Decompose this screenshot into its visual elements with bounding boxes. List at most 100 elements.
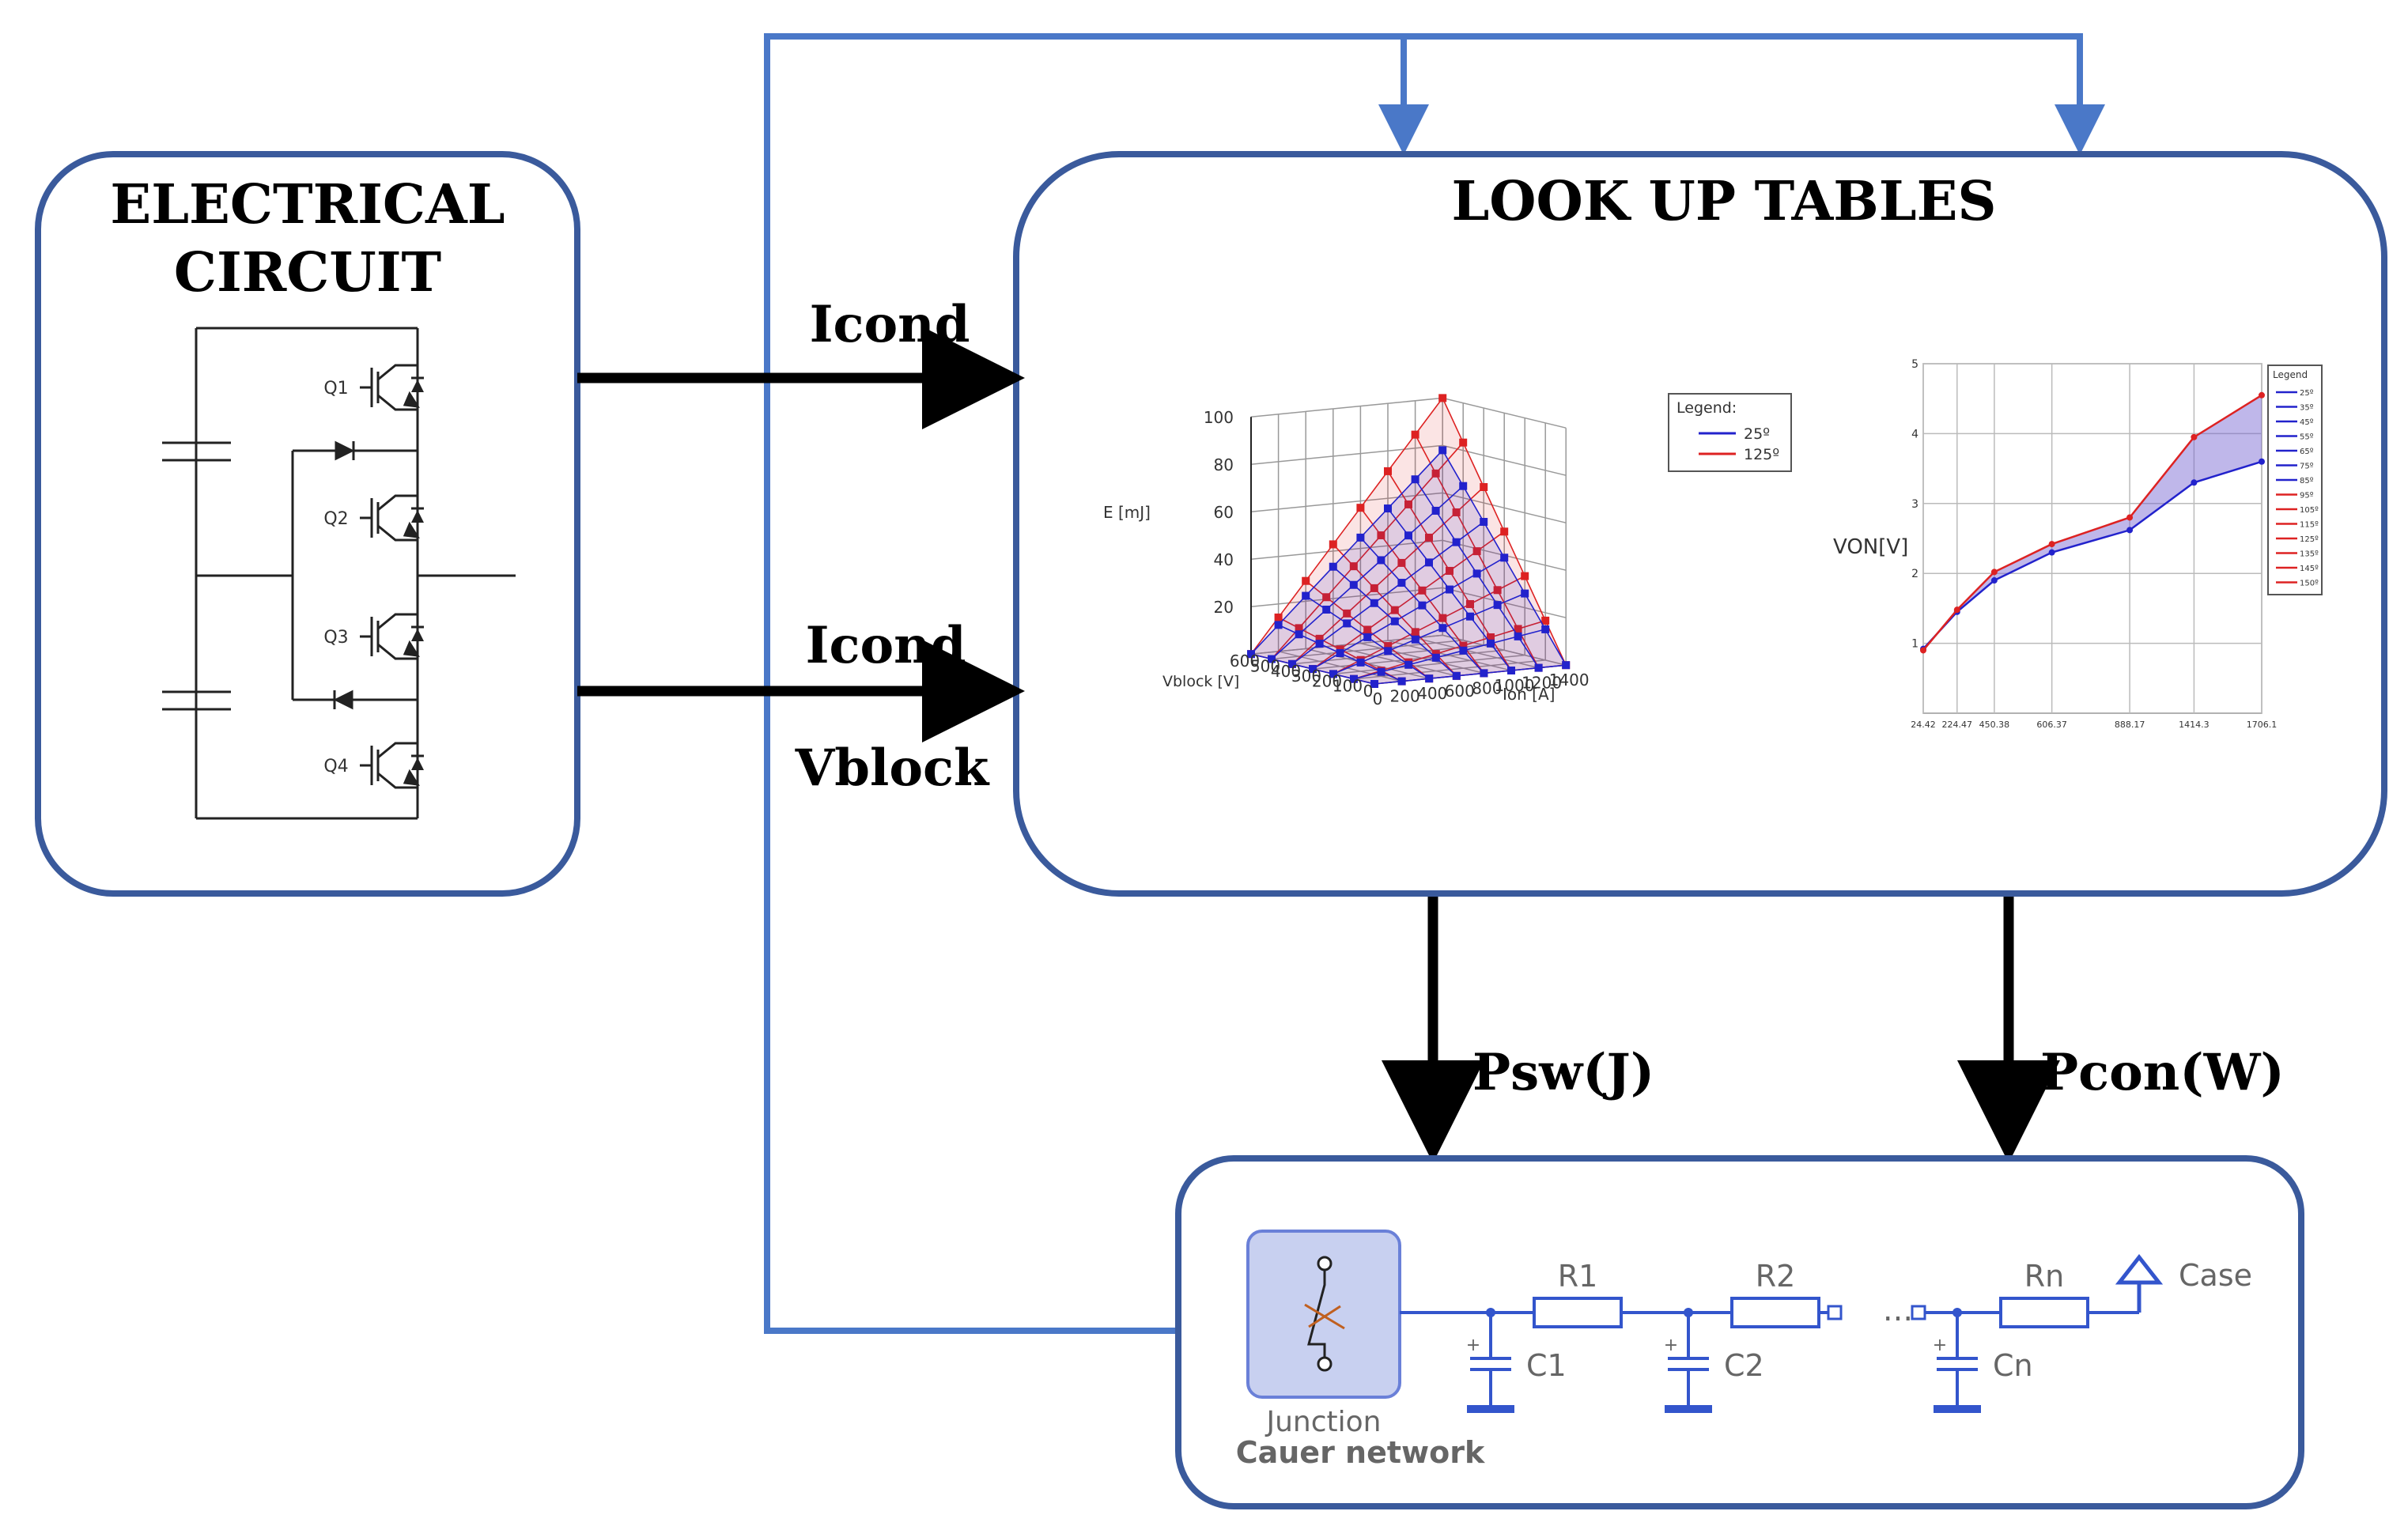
surface-point (1472, 547, 1481, 556)
von-chart-grid (1922, 363, 2262, 714)
surface-x-axis-label: Vblock [V] (1162, 673, 1239, 690)
case-terminal-icon (2115, 1253, 2164, 1313)
cauer-network-label: Cauer network (1236, 1435, 1485, 1470)
von-x-tick: 1706.1 (2247, 720, 2278, 730)
clamp-diode-bottom (333, 689, 353, 710)
v-tick-label: 300 (1291, 667, 1321, 686)
von-legend: Legend25º35º45º55º65º75º85º95º105º115º12… (2267, 365, 2323, 595)
thermal-capacitor-cn: +Cn (1933, 1308, 2033, 1413)
von-legend-entry: 145º (2300, 565, 2319, 573)
i-tick-label: 800 (1472, 678, 1502, 697)
von-y-tick: 5 (1911, 358, 1918, 371)
surface-point (1315, 640, 1324, 648)
signal-arrows: Icond Icond Vblock Psw(J) Pcon(W) (577, 295, 2285, 1163)
igbt-switch-q2 (360, 494, 424, 542)
surface-point (1390, 617, 1399, 625)
surface-point (1329, 670, 1337, 678)
v-tick-label: 600 (1230, 652, 1260, 671)
z-tick-label: 40 (1214, 550, 1234, 569)
surface-point (1507, 667, 1515, 674)
surface-point (1411, 475, 1419, 484)
electrical-circuit-title-line2: CIRCUIT (174, 241, 441, 304)
surface-point (1418, 601, 1427, 610)
switch-label: Q2 (323, 509, 348, 529)
von-legend-entry: 115º (2300, 521, 2319, 530)
surface-series-low-temp (1247, 446, 1571, 688)
surface-point (1480, 518, 1488, 526)
surface-point (1425, 533, 1433, 542)
von-point (2126, 514, 2134, 521)
surface-legend-entry: 25º (1744, 425, 1770, 443)
von-legend-entry: 85º (2300, 477, 2314, 485)
surface-point (1431, 653, 1440, 662)
feedback-line-main (764, 33, 2105, 1334)
surface-point (1384, 504, 1392, 513)
dc-link-capacitor-top (162, 441, 231, 462)
von-point (2048, 549, 2055, 556)
von-legend-entry: 45º (2300, 418, 2314, 427)
von-point (2259, 391, 2265, 399)
i-tick-label: 1000 (1495, 676, 1535, 695)
von-y-tick: 2 (1911, 568, 1918, 580)
icond-label-bottom: Icond (806, 616, 966, 675)
thermal-capacitor-c2: +C2 (1664, 1308, 1764, 1413)
junction-source (1246, 1230, 1401, 1399)
surface-point (1411, 635, 1419, 644)
surface-point (1500, 553, 1509, 562)
von-legend-entry: 150º (2300, 580, 2319, 588)
resistor-label: R2 (1756, 1259, 1796, 1294)
surface-point (1302, 576, 1310, 585)
igbt-switch-q3 (360, 613, 424, 660)
svg-text:+: + (1466, 1335, 1480, 1355)
von-x-tick: 606.37 (2036, 720, 2067, 730)
surface-legend-title: Legend: (1677, 399, 1737, 417)
svg-text:+: + (1664, 1335, 1678, 1355)
surface-point (1370, 599, 1378, 607)
z-tick-label: 100 (1204, 408, 1234, 427)
von-point (2126, 527, 2134, 534)
von-legend-entry: 55º (2300, 433, 2314, 442)
surface-point (1384, 647, 1393, 655)
thermal-model-box (1175, 1155, 2304, 1509)
surface-point (1397, 579, 1406, 587)
surface-point (1438, 614, 1447, 622)
i-tick-label: 0 (1373, 689, 1383, 708)
surface-point (1425, 558, 1433, 567)
vblock-label: Vblock (795, 739, 990, 798)
von-legend-entry: 125º (2300, 535, 2319, 544)
z-tick-label: 80 (1214, 455, 1234, 474)
i-tick-label: 1200 (1522, 674, 1562, 693)
surface-point (1487, 639, 1495, 648)
surface-point (1322, 593, 1331, 602)
surface-point (1487, 633, 1495, 641)
von-legend-title: Legend (2273, 369, 2308, 380)
surface-legend-entry: 125º (1744, 446, 1779, 463)
surface-point (1397, 558, 1406, 567)
surface-point (1541, 625, 1550, 633)
von-x-tick: 1414.3 (2179, 720, 2210, 730)
surface-point (1329, 540, 1337, 549)
psw-label: Psw(J) (1472, 1043, 1654, 1102)
surface-point (1431, 469, 1440, 478)
igbt-switch-q1 (360, 364, 424, 411)
surface-point (1459, 641, 1468, 650)
surface-point (1329, 562, 1337, 571)
surface-point (1459, 438, 1468, 447)
von-legend-entry: 105º (2300, 506, 2319, 515)
junction-label: Junction (1264, 1406, 1381, 1438)
von-legend-entry: 135º (2300, 550, 2319, 559)
surface-legend: Legend: 25º 125º (1668, 393, 1792, 472)
surface-point (1356, 504, 1365, 512)
surface-point (1356, 533, 1365, 542)
surface-point (1459, 482, 1468, 490)
z-tick-label: 60 (1214, 503, 1234, 522)
surface-point (1350, 674, 1358, 683)
surface-point (1514, 632, 1522, 640)
surface-point (1446, 585, 1453, 594)
v-tick-label: 400 (1271, 662, 1301, 681)
surface-point (1288, 659, 1296, 668)
surface-point (1377, 667, 1385, 676)
